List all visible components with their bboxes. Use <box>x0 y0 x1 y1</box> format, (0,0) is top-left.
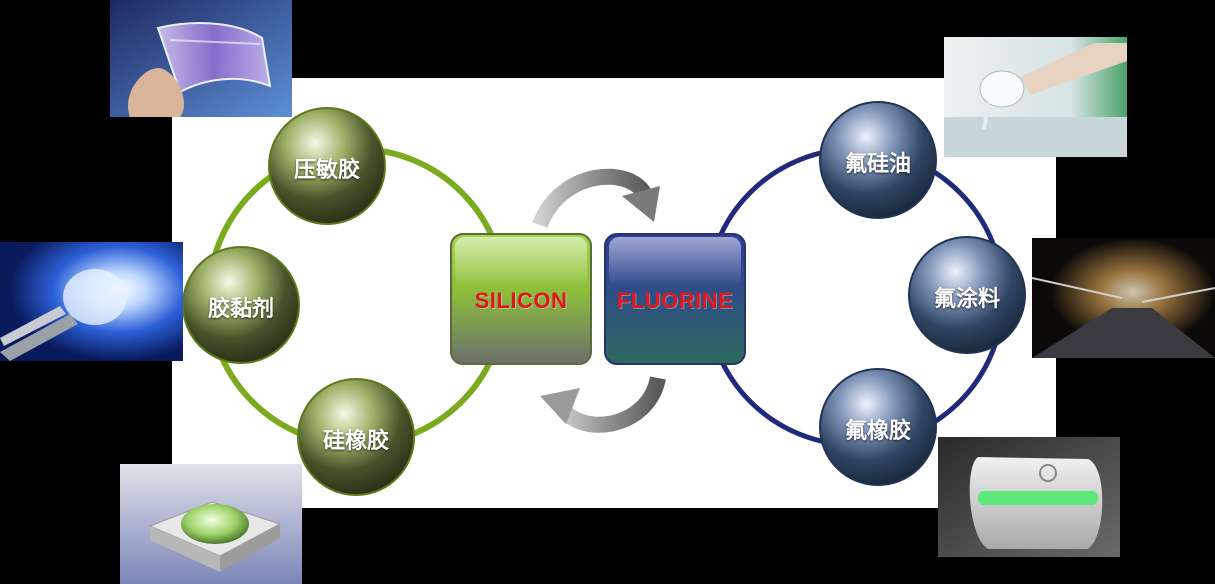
node-sphere-right-top <box>819 101 937 219</box>
photo-pouring-liquid <box>944 37 1127 157</box>
node-sphere-left-middle <box>182 246 300 364</box>
photo-green-button <box>938 437 1120 557</box>
photo-flexible-film <box>110 0 292 117</box>
fluorine-box <box>604 233 746 365</box>
node-sphere-left-top <box>268 107 386 225</box>
photo-smd-led <box>120 464 302 584</box>
node-sphere-right-middle <box>908 236 1026 354</box>
top-cycle-arrow <box>532 168 660 229</box>
node-sphere-left-bottom <box>297 378 415 496</box>
node-sphere-right-bottom <box>819 368 937 486</box>
bottom-cycle-arrow <box>540 375 666 433</box>
photo-led-lamp <box>0 242 183 361</box>
fluorine-label: FLUORINE <box>616 288 734 313</box>
silicon-label: SILICON <box>474 288 568 313</box>
silicon-box <box>450 233 592 365</box>
photo-illuminated-walkway <box>1032 238 1215 358</box>
